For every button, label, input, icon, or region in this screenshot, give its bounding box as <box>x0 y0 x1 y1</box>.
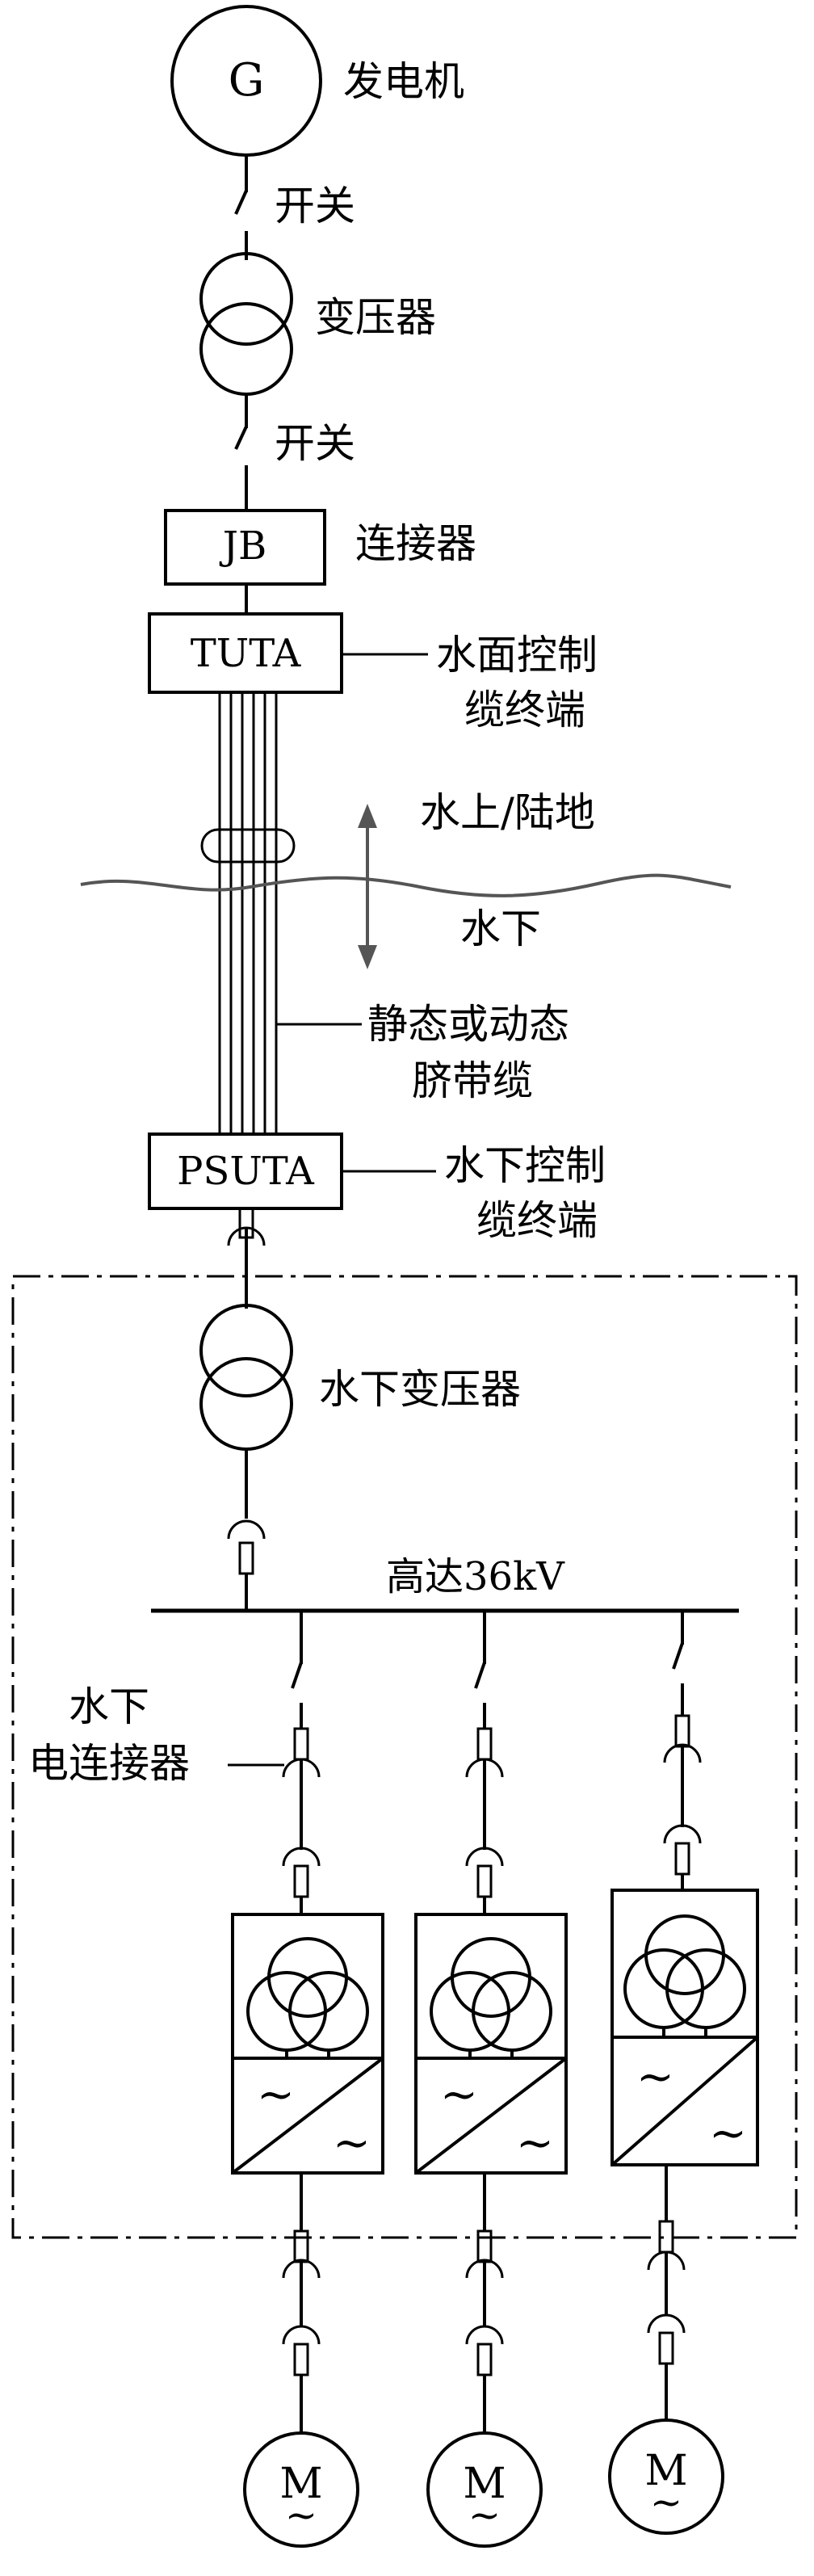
motor-3-tilde: ~ <box>650 2480 682 2525</box>
below-water-label: 水下 <box>460 906 541 952</box>
transformer-label: 变压器 <box>315 294 436 341</box>
transformer-connector <box>227 1519 266 1611</box>
up-down-arrow <box>358 804 377 969</box>
vfd-1-tilde-out: ~ <box>333 2117 371 2170</box>
psuta-label: PSUTA <box>177 1149 315 1194</box>
subsea-transformer <box>199 1304 293 1451</box>
motor-3-symbol: M <box>644 2447 687 2495</box>
motor-2-symbol: M <box>463 2460 506 2508</box>
switch-1 <box>234 190 248 260</box>
motor-2-tilde: ~ <box>468 2493 501 2538</box>
busbar-label: 高达36kV <box>386 1554 565 1599</box>
subsea-connector-label-2: 电连接器 <box>28 1740 190 1787</box>
subsea-connector-label-1: 水下 <box>69 1683 149 1730</box>
motor-1-tilde: ~ <box>285 2493 317 2538</box>
switch-2 <box>234 426 248 511</box>
vfd-3-tilde-out: ~ <box>709 2107 747 2160</box>
jb-label: JB <box>219 523 267 569</box>
psuta-desc-2: 缆终端 <box>476 1197 598 1244</box>
tuta-box: TUTA <box>148 612 343 694</box>
motor-1-symbol: M <box>279 2460 322 2508</box>
psuta-desc-1: 水下控制 <box>444 1142 606 1189</box>
umbilical-label-2: 脐带缆 <box>412 1057 533 1104</box>
generator-label: 发电机 <box>343 58 464 105</box>
vfd-2-tilde-out: ~ <box>516 2117 554 2170</box>
tuta-label: TUTA <box>191 631 302 676</box>
vfd-1-tilde-in: ~ <box>257 2069 295 2121</box>
water-surface <box>80 873 732 897</box>
tuta-desc-2: 缆终端 <box>464 687 585 733</box>
subsea-enclosure <box>11 1275 798 2239</box>
transformer <box>199 252 293 396</box>
branch-3: ~ ~ M ~ <box>608 1611 759 2535</box>
jb-box: JB <box>164 509 326 586</box>
tuta-desc-1: 水面控制 <box>436 632 598 679</box>
generator-symbol: G <box>229 54 265 107</box>
branch-1: ~ ~ M ~ <box>231 1611 384 2548</box>
umbilical-label-1: 静态或动态 <box>367 1001 569 1048</box>
switch-1-label: 开关 <box>275 183 355 229</box>
vfd-3-tilde-in: ~ <box>636 2051 674 2103</box>
psuta-connector <box>227 1207 266 1309</box>
psuta-box: PSUTA <box>148 1133 343 1210</box>
umbilical-cable <box>200 692 296 1134</box>
subsea-transformer-label: 水下变压器 <box>319 1366 521 1413</box>
connector-label: 连接器 <box>355 520 476 567</box>
vfd-2-tilde-in: ~ <box>440 2069 478 2121</box>
switch-2-label: 开关 <box>275 420 355 467</box>
above-water-label: 水上/陆地 <box>420 789 595 836</box>
generator: G <box>170 5 322 157</box>
branch-2: ~ ~ M ~ <box>414 1611 568 2548</box>
